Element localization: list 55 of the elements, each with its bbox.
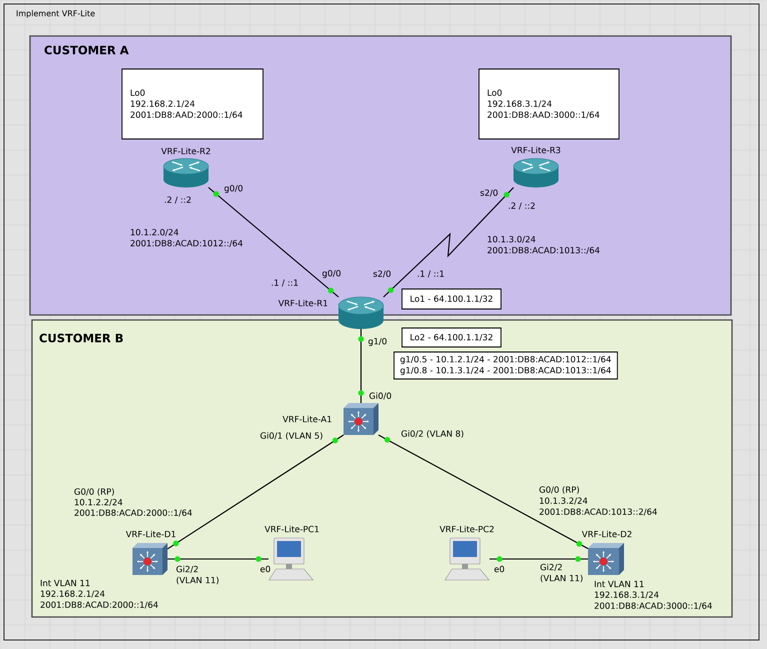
link-line	[490, 558, 588, 560]
address-label: 192.168.2.1/24	[40, 590, 105, 598]
address-label: .1 / ::1	[418, 270, 444, 278]
device-label: VRF-Lite-PC2	[440, 526, 494, 532]
interface-label: g0/0	[224, 184, 243, 194]
link-line	[208, 187, 339, 298]
address-label: .2 / ::2	[508, 202, 535, 210]
subnet-label: 10.1.2.0/24 2001:DB8:ACAD:1012::/64	[130, 228, 243, 248]
address-label: .2 / ::2	[164, 196, 191, 204]
interface-label: s2/0	[480, 189, 498, 197]
interface-label: g1/0	[368, 338, 387, 346]
link-line	[378, 434, 588, 550]
address-box: Lo2 - 64.100.1.1/32	[402, 328, 502, 348]
device-label: VRF-Lite-R2	[161, 148, 210, 154]
title: Implement VRF-Lite	[16, 10, 95, 18]
panel-heading: CUSTOMER B	[40, 334, 123, 342]
interface-label: e0	[494, 566, 504, 572]
address-label: 10.1.3.2/24	[540, 497, 588, 505]
interface-label: Gi0/0	[369, 392, 392, 400]
address-label: 2001:DB8:ACAD:3000::1/64	[594, 602, 712, 610]
interface-label: g0/0	[322, 270, 341, 278]
address-label: 10.1.2.2/24	[74, 498, 122, 506]
link-line	[168, 558, 268, 560]
interface-label: Gi0/2 (VLAN 8)	[401, 430, 464, 438]
interface-label: s2/0	[373, 270, 391, 278]
subnet-label: 10.1.3.0/24 2001:DB8:ACAD:1013::/64	[488, 236, 600, 254]
device-label: VRF-Lite-R1	[278, 300, 328, 306]
address-label: 2001:DB8:ACAD:2000::1/64	[74, 509, 192, 517]
interface-label: G0/0 (RP)	[74, 488, 114, 496]
device-label: VRF-Lite-A1	[282, 416, 332, 422]
address-box: g1/0.5 - 10.1.2.1/24 - 2001:DB8:ACAD:1012::1/64 g1/0.8 - 10.1.3.1/24 - 2001:DB8:ACAD:1013::1/64	[394, 352, 618, 380]
address-label: 2001:DB8:ACAD:1013::2/64	[540, 508, 657, 516]
link-line	[383, 187, 514, 298]
device-label: VRF-Lite-D2	[582, 530, 632, 538]
interface-label: G0/0 (RP)	[539, 486, 579, 494]
address-label: .1 / ::1	[272, 280, 298, 286]
link-line	[167, 434, 344, 550]
device-label: VRF-Lite-D1	[126, 530, 176, 538]
device-label: VRF-Lite-PC1	[264, 526, 319, 532]
address-box: Lo1 - 64.100.1.1/32	[402, 288, 502, 310]
address-label: Int VLAN 11	[40, 580, 90, 586]
interface-label: e0	[260, 566, 270, 572]
address-label: 192.168.3.1/24	[594, 591, 659, 599]
link-line	[360, 329, 362, 403]
address-label: 2001:DB8:ACAD:2000::1/64	[40, 601, 158, 609]
interface-label: Gi2/2 (VLAN 11)	[176, 566, 218, 584]
frame	[4, 4, 760, 640]
address-box: Lo0 192.168.3.1/24 2001:DB8:AAD:3000::1/64	[478, 68, 620, 140]
interface-label: Gi0/1 (VLAN 5)	[260, 432, 322, 440]
panel-heading: CUSTOMER A	[44, 46, 129, 54]
interface-label: Gi2/2 (VLAN 11)	[540, 564, 582, 582]
device-label: VRF-Lite-R3	[511, 146, 560, 154]
group-panel	[31, 319, 733, 618]
address-label: Int VLAN 11	[594, 580, 644, 588]
address-box: Lo0 192.168.2.1/24 2001:DB8:AAD:2000::1/64	[122, 68, 264, 140]
